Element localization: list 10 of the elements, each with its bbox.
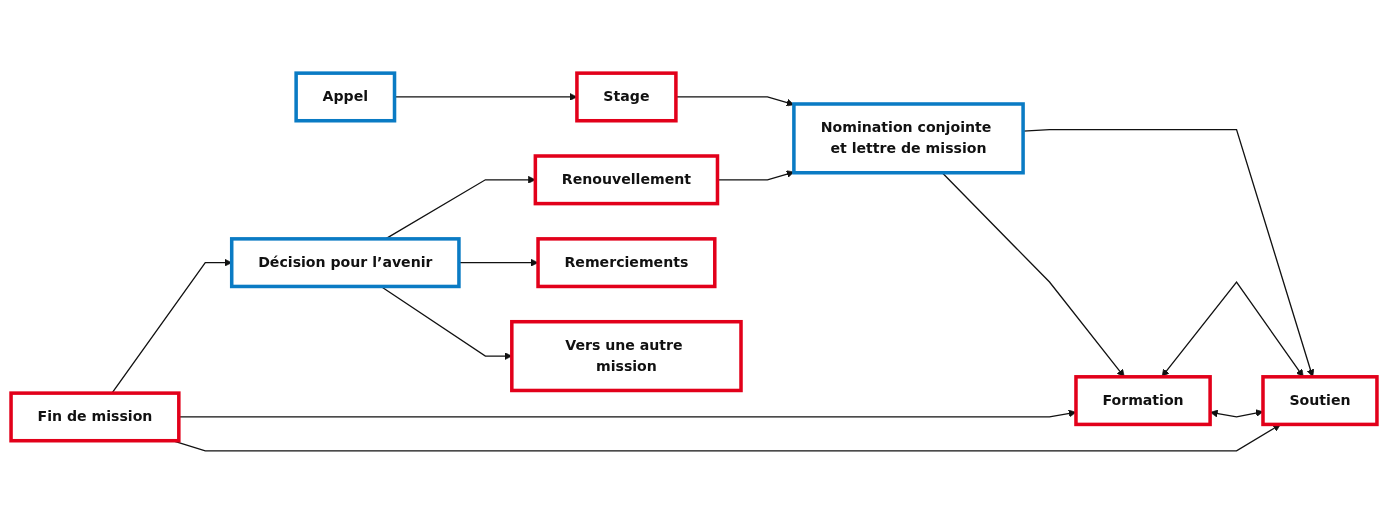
node-box: Renouvellement <box>533 154 720 206</box>
node-box: Fin de mission <box>9 391 181 443</box>
node-box: Stage <box>575 71 678 123</box>
node-box: Remerciements <box>536 237 717 289</box>
node-box: Appel <box>294 71 397 123</box>
node-box: Soutien <box>1261 375 1379 427</box>
node-box: Décision pour l’avenir <box>229 237 461 289</box>
node-box: Vers une autre mission <box>510 319 743 393</box>
node-box: Nomination conjointe et lettre de mission <box>792 102 1025 175</box>
node-box: Formation <box>1074 375 1212 427</box>
